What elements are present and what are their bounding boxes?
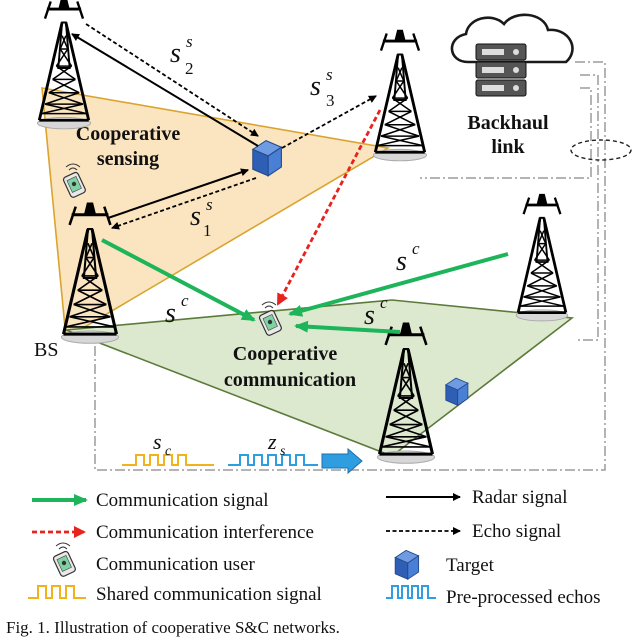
- radar-echo-arrows: [71, 23, 377, 230]
- communication-region: [65, 299, 575, 457]
- tower-top-right-icon: [371, 28, 429, 163]
- svg-text:s: s: [190, 201, 201, 232]
- legend-shared-wave-icon: [28, 585, 86, 599]
- shared-signal-wave: [122, 454, 214, 466]
- signal-label-sc-left: s c: [165, 291, 189, 329]
- tower-right-icon: [514, 192, 570, 323]
- svg-text:s: s: [170, 38, 181, 69]
- legend: Communication signal Communication inter…: [28, 487, 601, 608]
- legend-target-icon: [394, 549, 420, 580]
- communication-label-line1: Cooperative: [233, 343, 338, 365]
- svg-text:2: 2: [185, 59, 194, 78]
- svg-text:c: c: [412, 239, 420, 258]
- legend-target: Target: [446, 555, 495, 576]
- svg-text:s: s: [396, 246, 407, 277]
- figure-caption: Fig. 1. Illustration of cooperative S&C …: [6, 618, 340, 637]
- svg-text:s: s: [364, 300, 375, 331]
- backhaul-bundle-ellipse: [570, 139, 632, 161]
- bs-label: BS: [34, 339, 58, 361]
- legend-preprocessed: Pre-processed echos: [446, 587, 601, 608]
- sensing-label-line2: sensing: [97, 148, 159, 170]
- signal-label-sc-right-top: s c: [396, 239, 420, 277]
- communication-arrows: [101, 238, 509, 334]
- backhaul-links: [94, 49, 606, 471]
- legend-comm-user: Communication user: [96, 554, 256, 575]
- signal-label-s2: s s 2: [170, 32, 194, 78]
- sensing-label-line1: Cooperative: [76, 123, 181, 145]
- signal-label-s1: s s 1: [190, 195, 213, 240]
- legend-echo-signal: Echo signal: [472, 521, 561, 542]
- svg-text:s: s: [206, 195, 213, 214]
- legend-user-icon: [51, 542, 77, 578]
- legend-radar-signal: Radar signal: [472, 487, 568, 508]
- signal-label-s3: s s 3: [310, 65, 335, 110]
- svg-text:s: s: [326, 65, 333, 84]
- target-cube-small-icon: [445, 377, 469, 406]
- svg-text:z: z: [267, 429, 277, 454]
- svg-text:c: c: [380, 293, 388, 312]
- svg-text:s: s: [280, 444, 286, 459]
- legend-comm-signal: Communication signal: [96, 490, 269, 511]
- legend-shared-signal: Shared communication signal: [96, 584, 322, 605]
- communication-label-line2: communication: [224, 369, 356, 391]
- legend-echo-wave-icon: [386, 585, 436, 599]
- svg-text:3: 3: [326, 91, 335, 110]
- send-arrow-icon: [321, 447, 363, 475]
- wave-label-zs: z s: [267, 429, 286, 459]
- signal-label-sc-right-mid: s c: [364, 293, 388, 331]
- server-icon: [475, 43, 527, 97]
- echo-signal-wave: [228, 454, 318, 466]
- svg-text:c: c: [165, 444, 172, 459]
- interference-arrow: [276, 109, 382, 306]
- backhaul-label-line1: Backhaul: [467, 112, 549, 134]
- cloud-icon: [450, 13, 574, 97]
- svg-text:1: 1: [203, 221, 212, 240]
- wave-label-sc: s c: [153, 429, 172, 459]
- svg-text:s: s: [186, 32, 193, 51]
- svg-text:s: s: [310, 71, 321, 102]
- svg-text:s: s: [153, 429, 162, 454]
- legend-comm-interference: Communication interference: [96, 522, 314, 543]
- svg-text:c: c: [181, 291, 189, 310]
- svg-text:s: s: [165, 298, 176, 329]
- backhaul-label-line2: link: [491, 136, 525, 158]
- sensing-region: [41, 87, 391, 340]
